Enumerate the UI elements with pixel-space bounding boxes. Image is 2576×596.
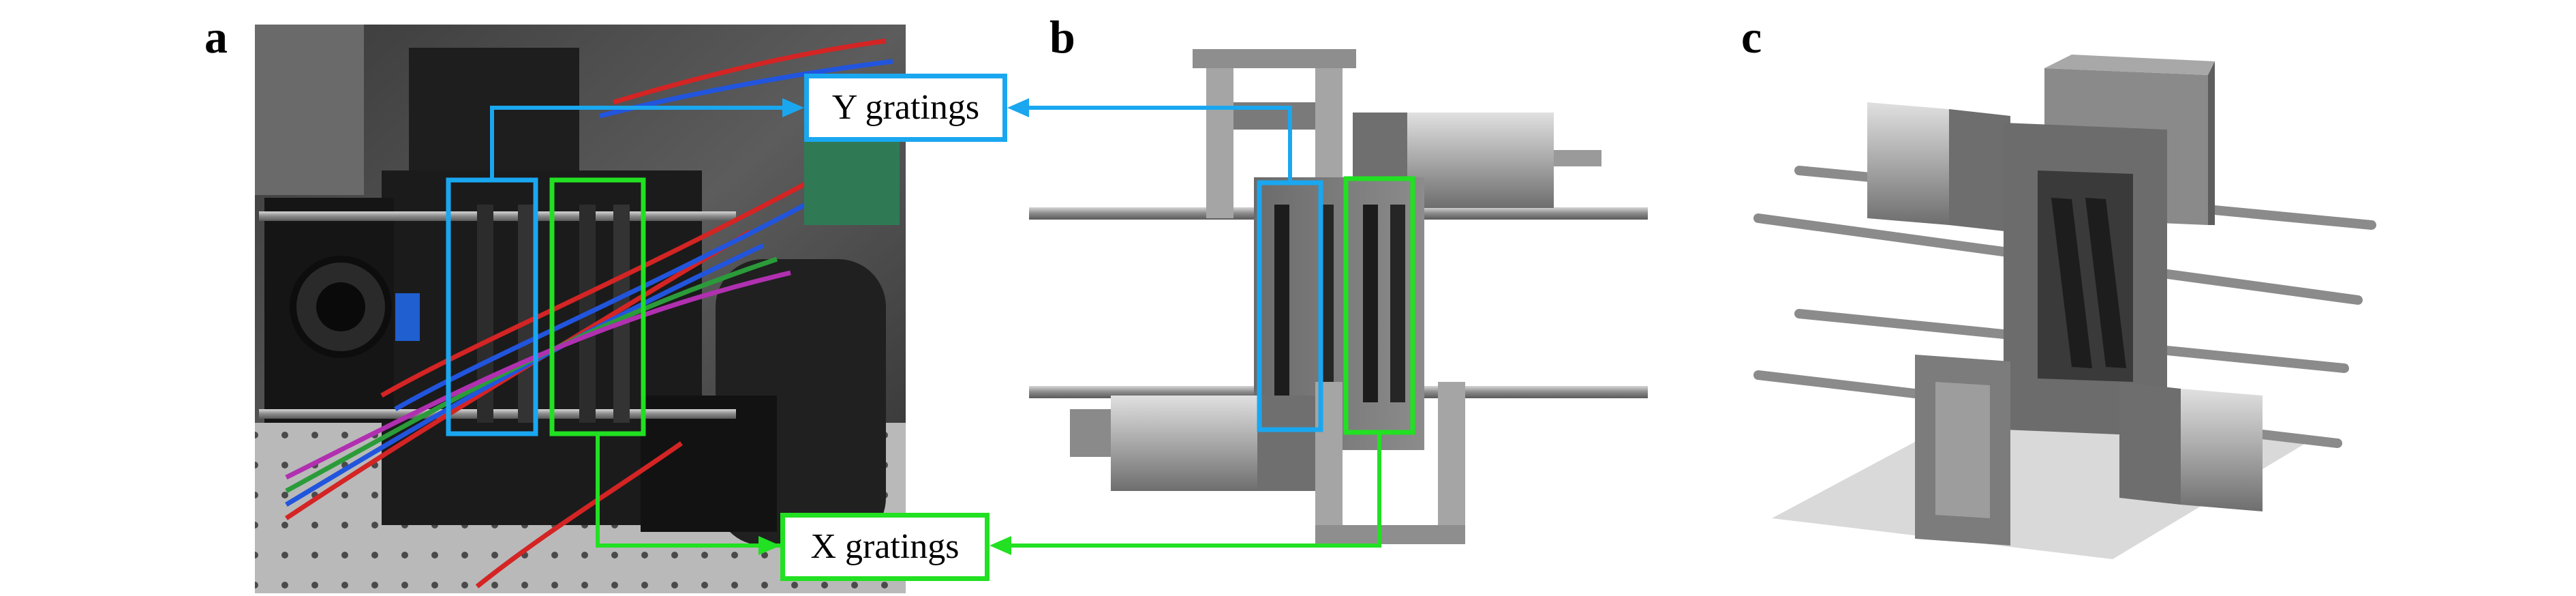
- iso-top-block-side: [2208, 61, 2215, 225]
- motor-bottom-can: [1111, 396, 1257, 491]
- top-bracket-left: [1206, 68, 1233, 218]
- motor-bottom-body: [1257, 396, 1319, 491]
- photo-rod-top: [259, 211, 736, 221]
- grating-plate-x2: [1390, 205, 1405, 402]
- motor-top-can: [1407, 113, 1554, 208]
- bench-top-left: [255, 25, 364, 195]
- panel-a-photo: [255, 25, 906, 593]
- iso-motor-bottom: [2181, 389, 2263, 511]
- y-gratings-label: Y gratings: [804, 74, 1007, 142]
- panel-letter-c: c: [1741, 11, 1762, 63]
- blue-clip: [395, 293, 420, 341]
- panel-b-cad-front: [1029, 49, 1648, 544]
- y-arrowhead-right: [1007, 98, 1029, 117]
- panel-letter-b: b: [1049, 11, 1075, 63]
- x-connector-cad: [1009, 432, 1381, 548]
- bottom-bracket-right: [1438, 382, 1465, 525]
- motor-top-shaft: [1554, 150, 1601, 166]
- iso-grating-1: [2051, 198, 2092, 368]
- iso-motor-top: [1867, 102, 1949, 225]
- iso-bottom-bracket-window: [1935, 382, 1990, 518]
- photo-rod-bottom: [259, 409, 736, 419]
- x-gratings-label: X gratings: [780, 513, 990, 581]
- panel-letter-a: a: [204, 11, 228, 63]
- iso-motor-bottom-body: [2119, 382, 2181, 505]
- circuit-board: [804, 136, 900, 225]
- y-arrowhead-left: [782, 98, 804, 117]
- x-arrowhead-left: [758, 536, 780, 555]
- x-connector-photo: [596, 434, 780, 548]
- iso-motor-top-body: [1949, 109, 2010, 232]
- photo-plate-2: [518, 205, 534, 423]
- bottom-bracket-cap: [1315, 525, 1465, 544]
- grating-plate-y: [1274, 205, 1289, 402]
- iso-grating-2: [2085, 198, 2126, 368]
- grating-plate-x: [1363, 205, 1378, 402]
- iso-top-block-top: [2044, 55, 2215, 75]
- top-bracket-cap: [1193, 49, 1356, 68]
- callout-connectors: [490, 98, 1381, 555]
- lens-aperture: [316, 282, 365, 331]
- x-arrowhead-right: [990, 536, 1011, 555]
- photo-cables: [285, 38, 893, 588]
- panel-c-cad-iso: [1753, 55, 2376, 559]
- y-connector-cad: [1022, 106, 1292, 183]
- y-connector-photo: [490, 106, 784, 180]
